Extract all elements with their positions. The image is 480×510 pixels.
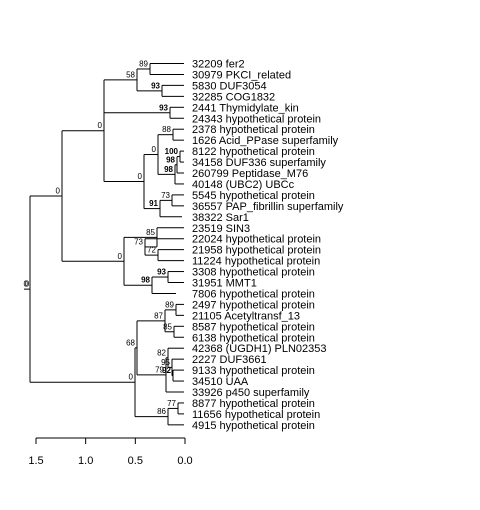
support-value: 93 bbox=[157, 268, 166, 277]
leaf-label: 23519 SIN3 bbox=[192, 223, 250, 235]
support-value: 0 bbox=[118, 252, 123, 261]
leaf-label: 2441 Thymidylate_kin bbox=[192, 102, 299, 114]
support-value: 79 bbox=[155, 365, 164, 374]
axis-tick-label: 0.5 bbox=[128, 455, 143, 467]
scale-axis: 1.5 1.0 0.5 0.0 bbox=[28, 437, 193, 467]
support-value: 58 bbox=[126, 70, 135, 79]
leaf-label: 3308 hypothetical protein bbox=[192, 267, 315, 279]
leaf-label: 22024 hypothetical protein bbox=[192, 234, 321, 246]
leaf-label: 8122 hypothetical protein bbox=[192, 146, 315, 158]
support-value: 93 bbox=[159, 103, 168, 112]
support-value: 73 bbox=[161, 191, 170, 200]
leaf-label: 38322 Sar1 bbox=[192, 212, 249, 224]
leaf-label: 260799 Peptidase_M76 bbox=[192, 168, 308, 180]
leaf-label: 4915 hypothetical protein bbox=[192, 420, 315, 432]
axis-tick-label: 0.0 bbox=[177, 455, 192, 467]
support-value: 98 bbox=[164, 165, 173, 174]
support-value: 0 bbox=[138, 172, 143, 181]
leaf-label: 2227 DUF3661 bbox=[192, 354, 267, 366]
leaf-label: 2378 hypothetical protein bbox=[192, 124, 315, 136]
leaf-label: 33926 p450 superfamily bbox=[192, 387, 310, 399]
leaf-label: 21105 Acetyltransf_13 bbox=[192, 310, 300, 322]
leaf-label: 24343 hypothetical protein bbox=[192, 113, 321, 125]
support-value: 77 bbox=[167, 399, 176, 408]
support-value: 87 bbox=[154, 311, 163, 320]
leaf-label: 6138 hypothetical protein bbox=[192, 332, 315, 344]
leaf-label: 32285 COG1832 bbox=[192, 91, 275, 103]
support-value: 92 bbox=[162, 366, 171, 375]
leaf-label: 8877 hypothetical protein bbox=[192, 398, 315, 410]
leaf-label: 31951 MMT1 bbox=[192, 278, 257, 290]
support-value: 85 bbox=[163, 322, 172, 331]
support-value: 98 bbox=[166, 155, 175, 164]
leaf-label: 2497 hypothetical protein bbox=[192, 299, 315, 311]
support-value: 89 bbox=[139, 59, 148, 68]
leaf-label: 7806 hypothetical protein bbox=[192, 288, 315, 300]
leaf-label: 5545 hypothetical protein bbox=[192, 190, 315, 202]
leaf-label: 11656 hypothetical protein bbox=[192, 409, 320, 421]
support-value: 68 bbox=[126, 338, 135, 347]
support-value: 73 bbox=[134, 237, 143, 246]
leaf-label: 42368 (UGDH1) PLN02353 bbox=[192, 343, 327, 355]
support-value: 100 bbox=[165, 147, 179, 156]
support-value: 0 bbox=[25, 280, 30, 289]
leaf-label: 1626 Acid_PPase superfamily bbox=[192, 135, 339, 147]
leaf-label: 34158 DUF336 superfamily bbox=[192, 157, 326, 169]
support-value: 85 bbox=[146, 228, 155, 237]
support-value: 86 bbox=[157, 407, 166, 416]
leaf-label: 8587 hypothetical protein bbox=[192, 321, 315, 333]
support-value: 0 bbox=[152, 145, 157, 154]
support-value: 89 bbox=[165, 300, 174, 309]
support-values: 8993589388100989873910007273859398008985… bbox=[24, 59, 179, 416]
leaf-label: 11224 hypothetical protein bbox=[192, 256, 320, 268]
support-value: 98 bbox=[141, 276, 150, 285]
support-value: 91 bbox=[149, 199, 158, 208]
leaf-label: 36557 PAP_fibrillin superfamily bbox=[192, 201, 344, 213]
support-value: 0 bbox=[56, 187, 61, 196]
support-value: 95 bbox=[161, 358, 170, 367]
leaf-label: 34510 UAA bbox=[192, 376, 249, 388]
support-value: 72 bbox=[147, 246, 156, 255]
leaf-label: 5830 DUF3054 bbox=[192, 80, 267, 92]
support-value: 93 bbox=[151, 81, 160, 90]
tree-branches bbox=[24, 63, 184, 426]
support-value: 0 bbox=[98, 121, 103, 130]
support-value: 0 bbox=[24, 280, 29, 289]
support-value: 0 bbox=[129, 373, 134, 382]
leaf-label: 40148 (UBC2) UBCc bbox=[192, 179, 295, 191]
leaf-label: 9133 hypothetical protein bbox=[192, 365, 315, 377]
support-value: 82 bbox=[157, 348, 166, 357]
leaf-label: 32209 fer2 bbox=[192, 59, 245, 71]
leaf-label: 30979 PKCI_related bbox=[192, 69, 291, 81]
leaf-label: 21958 hypothetical protein bbox=[192, 245, 321, 257]
axis-tick-label: 1.5 bbox=[28, 455, 43, 467]
support-value: 88 bbox=[162, 125, 171, 134]
axis-tick-label: 1.0 bbox=[78, 455, 93, 467]
